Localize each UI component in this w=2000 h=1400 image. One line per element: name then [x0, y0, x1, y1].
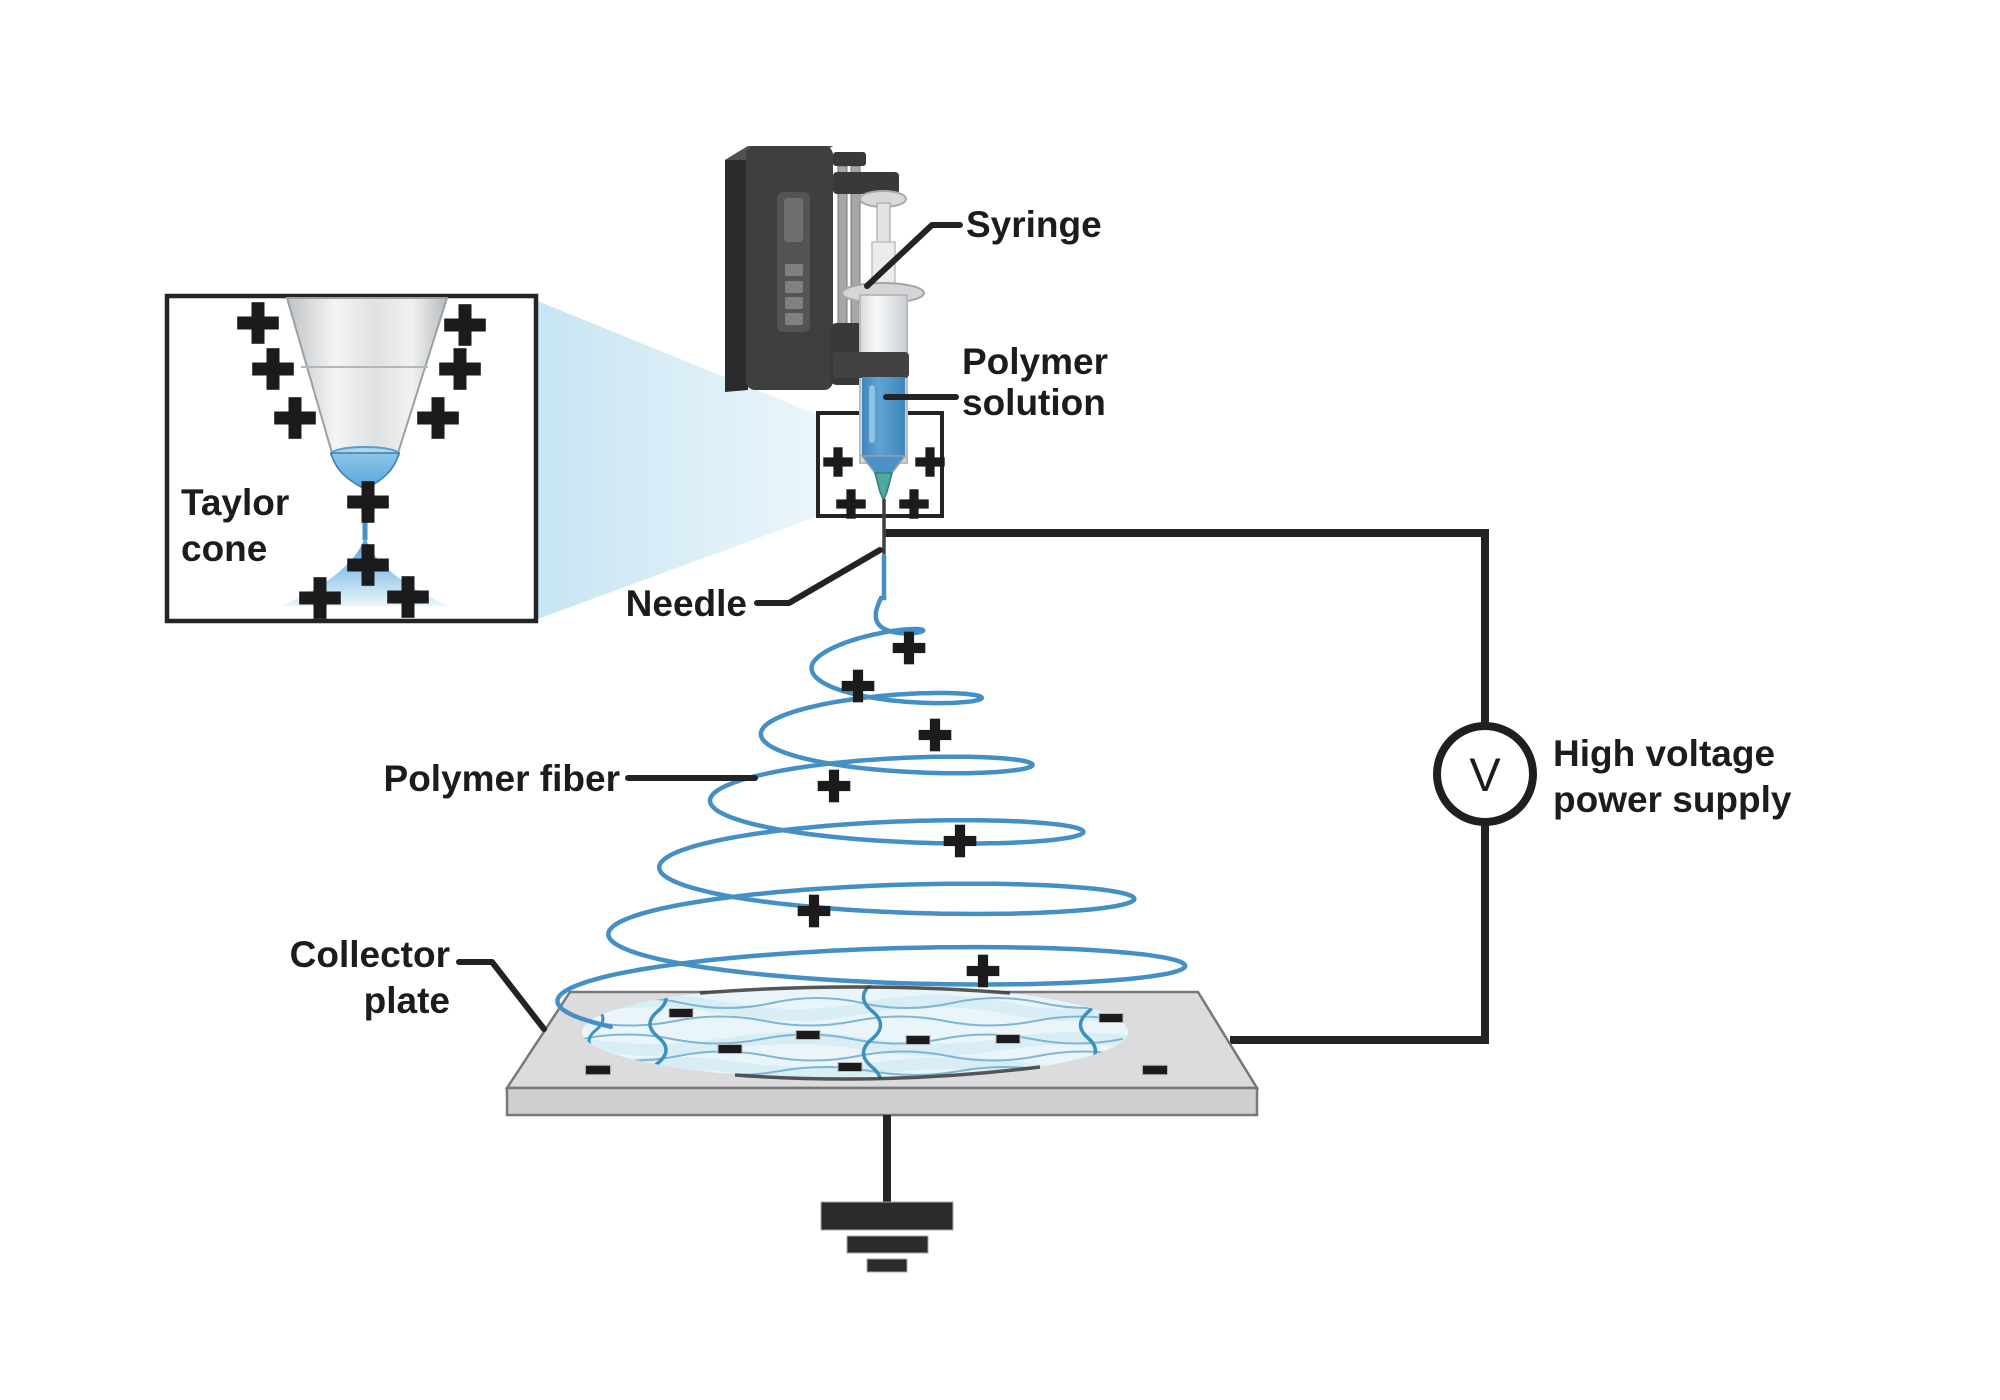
pump-button — [785, 281, 803, 293]
ground-bar-1 — [820, 1201, 954, 1231]
barrel-clamp-band — [833, 352, 909, 378]
plunger-rod — [876, 202, 891, 246]
collector-plate-leader — [456, 959, 547, 1032]
minus-icon — [905, 1035, 931, 1045]
minus-icon — [795, 1030, 821, 1040]
pump-button — [785, 264, 803, 276]
mat-top-shadow-arc — [699, 985, 1011, 995]
plate-front-face — [505, 1086, 1259, 1117]
syringe — [833, 190, 925, 557]
pump-button — [785, 297, 803, 309]
power-supply-label-line2: power supply — [1553, 779, 1792, 820]
pump-button — [785, 313, 803, 325]
pump-display-screen — [784, 198, 803, 242]
collector-plate-label-line1: Collector — [290, 934, 450, 975]
high-voltage-circuit: V High voltage power supply — [884, 529, 1792, 1044]
plus-icon — [797, 894, 831, 928]
ground-bar-3 — [866, 1258, 908, 1273]
voltage-source-icon — [1433, 722, 1537, 826]
plus-icon — [918, 718, 952, 752]
taylor-cone-inset: Taylor cone — [164, 293, 539, 624]
minus-icon — [668, 1008, 694, 1018]
polymer-solution-label-line1: Polymer — [962, 341, 1108, 382]
pump-pusher-block — [833, 172, 899, 194]
minus-icon — [995, 1034, 1021, 1044]
needle-leader — [754, 547, 883, 606]
pump-left-bevel — [725, 146, 748, 392]
collector-plate-label-line2: plate — [364, 980, 450, 1021]
syringe-leader — [864, 222, 963, 289]
plus-icon — [817, 769, 851, 803]
plus-icon — [892, 631, 926, 665]
syringe-label: Syringe — [966, 204, 1102, 245]
taylor-cone-label-line2: cone — [181, 528, 267, 569]
wire-needle-to-source — [884, 529, 1489, 726]
needle-hub — [874, 472, 893, 502]
magnifier-beam — [535, 300, 818, 620]
pump-top-arm — [833, 152, 866, 166]
minus-icon — [717, 1044, 743, 1054]
polymer-fiber-label: Polymer fiber — [384, 758, 620, 799]
minus-icon — [837, 1062, 863, 1072]
ground-bar-2 — [846, 1235, 929, 1254]
taylor-cone-label-line1: Taylor — [181, 482, 289, 523]
polymer-solution-label-line2: solution — [962, 382, 1106, 423]
solution-highlight — [869, 385, 875, 443]
needle-label: Needle — [626, 583, 747, 624]
voltage-symbol: V — [1469, 748, 1501, 801]
plus-icon — [943, 824, 977, 858]
power-supply-label-line1: High voltage — [1553, 733, 1775, 774]
minus-icon — [584, 1064, 612, 1076]
annotations: Syringe Polymer solution Needle Polymer … — [290, 204, 1108, 1032]
syringe-pump — [725, 146, 899, 392]
polymer-fiber-spiral — [555, 553, 1188, 1029]
polymer-solution-fill — [862, 377, 905, 457]
collector-plate — [504, 985, 1260, 1273]
minus-icon — [1098, 1013, 1124, 1023]
ground-symbol — [820, 1115, 954, 1273]
minus-icon — [1141, 1064, 1169, 1076]
wire-source-to-plate — [1230, 822, 1489, 1044]
mat-bottom-shadow-arc — [734, 1065, 1041, 1081]
